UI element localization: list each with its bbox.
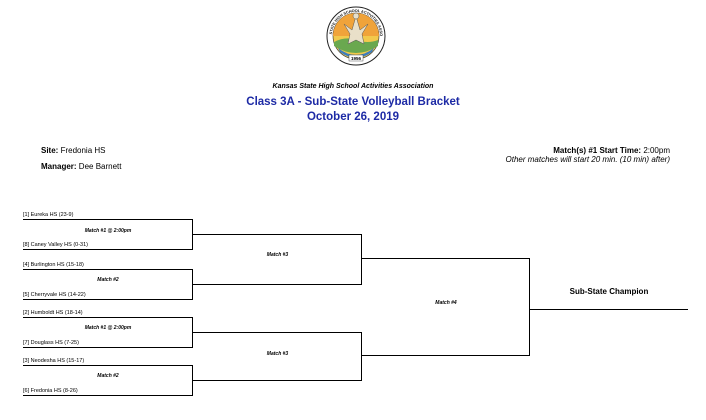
match-label: Match #2 bbox=[97, 277, 119, 283]
team-slot: [6] Fredonia HS (8-26) bbox=[23, 388, 78, 394]
manager-label: Manager: bbox=[41, 162, 77, 171]
match-label: Match #3 bbox=[266, 252, 289, 258]
match-label: Match #3 bbox=[266, 351, 289, 357]
manager-info: Manager: Dee Barnett bbox=[41, 162, 122, 171]
team-slot: [1] Eureka HS (23-9) bbox=[23, 212, 74, 218]
manager-value: Dee Barnett bbox=[78, 162, 122, 171]
start-time-note: Other matches will start 20 min. (10 min… bbox=[505, 155, 671, 164]
bracket-line bbox=[23, 395, 193, 396]
page-title: Class 3A - Sub-State Volleyball Bracket bbox=[246, 96, 460, 108]
bracket-line bbox=[529, 258, 530, 356]
champion-line bbox=[530, 309, 688, 310]
bracket-line bbox=[23, 249, 193, 250]
match-label: Match #4 bbox=[435, 300, 457, 306]
logo-year: 1956 bbox=[351, 56, 362, 61]
team-slot: [7] Douglass HS (7-25) bbox=[23, 340, 79, 346]
match-label: Match #2 bbox=[97, 373, 119, 379]
kshsaa-logo: 1956 KANSAS STATE HIGH SCHOOL ACTIVITIES… bbox=[326, 0, 386, 66]
team-slot: [8] Caney Valley HS (0-31) bbox=[23, 242, 89, 248]
bracket-line bbox=[23, 347, 193, 348]
bracket-line bbox=[23, 219, 193, 220]
bracket-line bbox=[23, 269, 193, 270]
bracket-line bbox=[193, 284, 362, 285]
match-label: Match #1 @ 2:00pm bbox=[84, 325, 132, 331]
team-slot: [4] Burlington HS (15-18) bbox=[23, 262, 84, 268]
organization-name: Kansas State High School Activities Asso… bbox=[272, 83, 434, 90]
site-value: Fredonia HS bbox=[60, 146, 106, 155]
team-slot: [5] Cherryvale HS (14-22) bbox=[23, 292, 86, 298]
bracket-line bbox=[193, 234, 362, 235]
bracket-line bbox=[361, 234, 362, 285]
bracket-line bbox=[192, 365, 193, 396]
page-date: October 26, 2019 bbox=[306, 111, 400, 123]
bracket-line bbox=[362, 355, 530, 356]
start-time-info: Match(s) #1 Start Time: 2:00pm bbox=[410, 146, 670, 155]
bracket-line bbox=[193, 332, 362, 333]
start-time-value: 2:00pm bbox=[643, 146, 670, 155]
bracket-line bbox=[23, 299, 193, 300]
bracket-line bbox=[23, 365, 193, 366]
start-time-label: Match(s) #1 Start Time: bbox=[553, 146, 642, 155]
champion-label: Sub-State Champion bbox=[569, 287, 649, 296]
bracket-line bbox=[192, 219, 193, 250]
bracket-line bbox=[192, 269, 193, 300]
bracket-line bbox=[361, 332, 362, 381]
team-slot: [3] Neodesha HS (15-17) bbox=[23, 358, 85, 364]
team-slot: [2] Humboldt HS (18-14) bbox=[23, 310, 83, 316]
site-info: Site: Fredonia HS bbox=[41, 146, 106, 155]
match-label: Match #1 @ 2:00pm bbox=[84, 228, 132, 234]
bracket-line bbox=[192, 317, 193, 348]
bracket-line bbox=[193, 380, 362, 381]
site-label: Site: bbox=[41, 146, 59, 155]
bracket-line bbox=[23, 317, 193, 318]
bracket-line bbox=[362, 258, 530, 259]
